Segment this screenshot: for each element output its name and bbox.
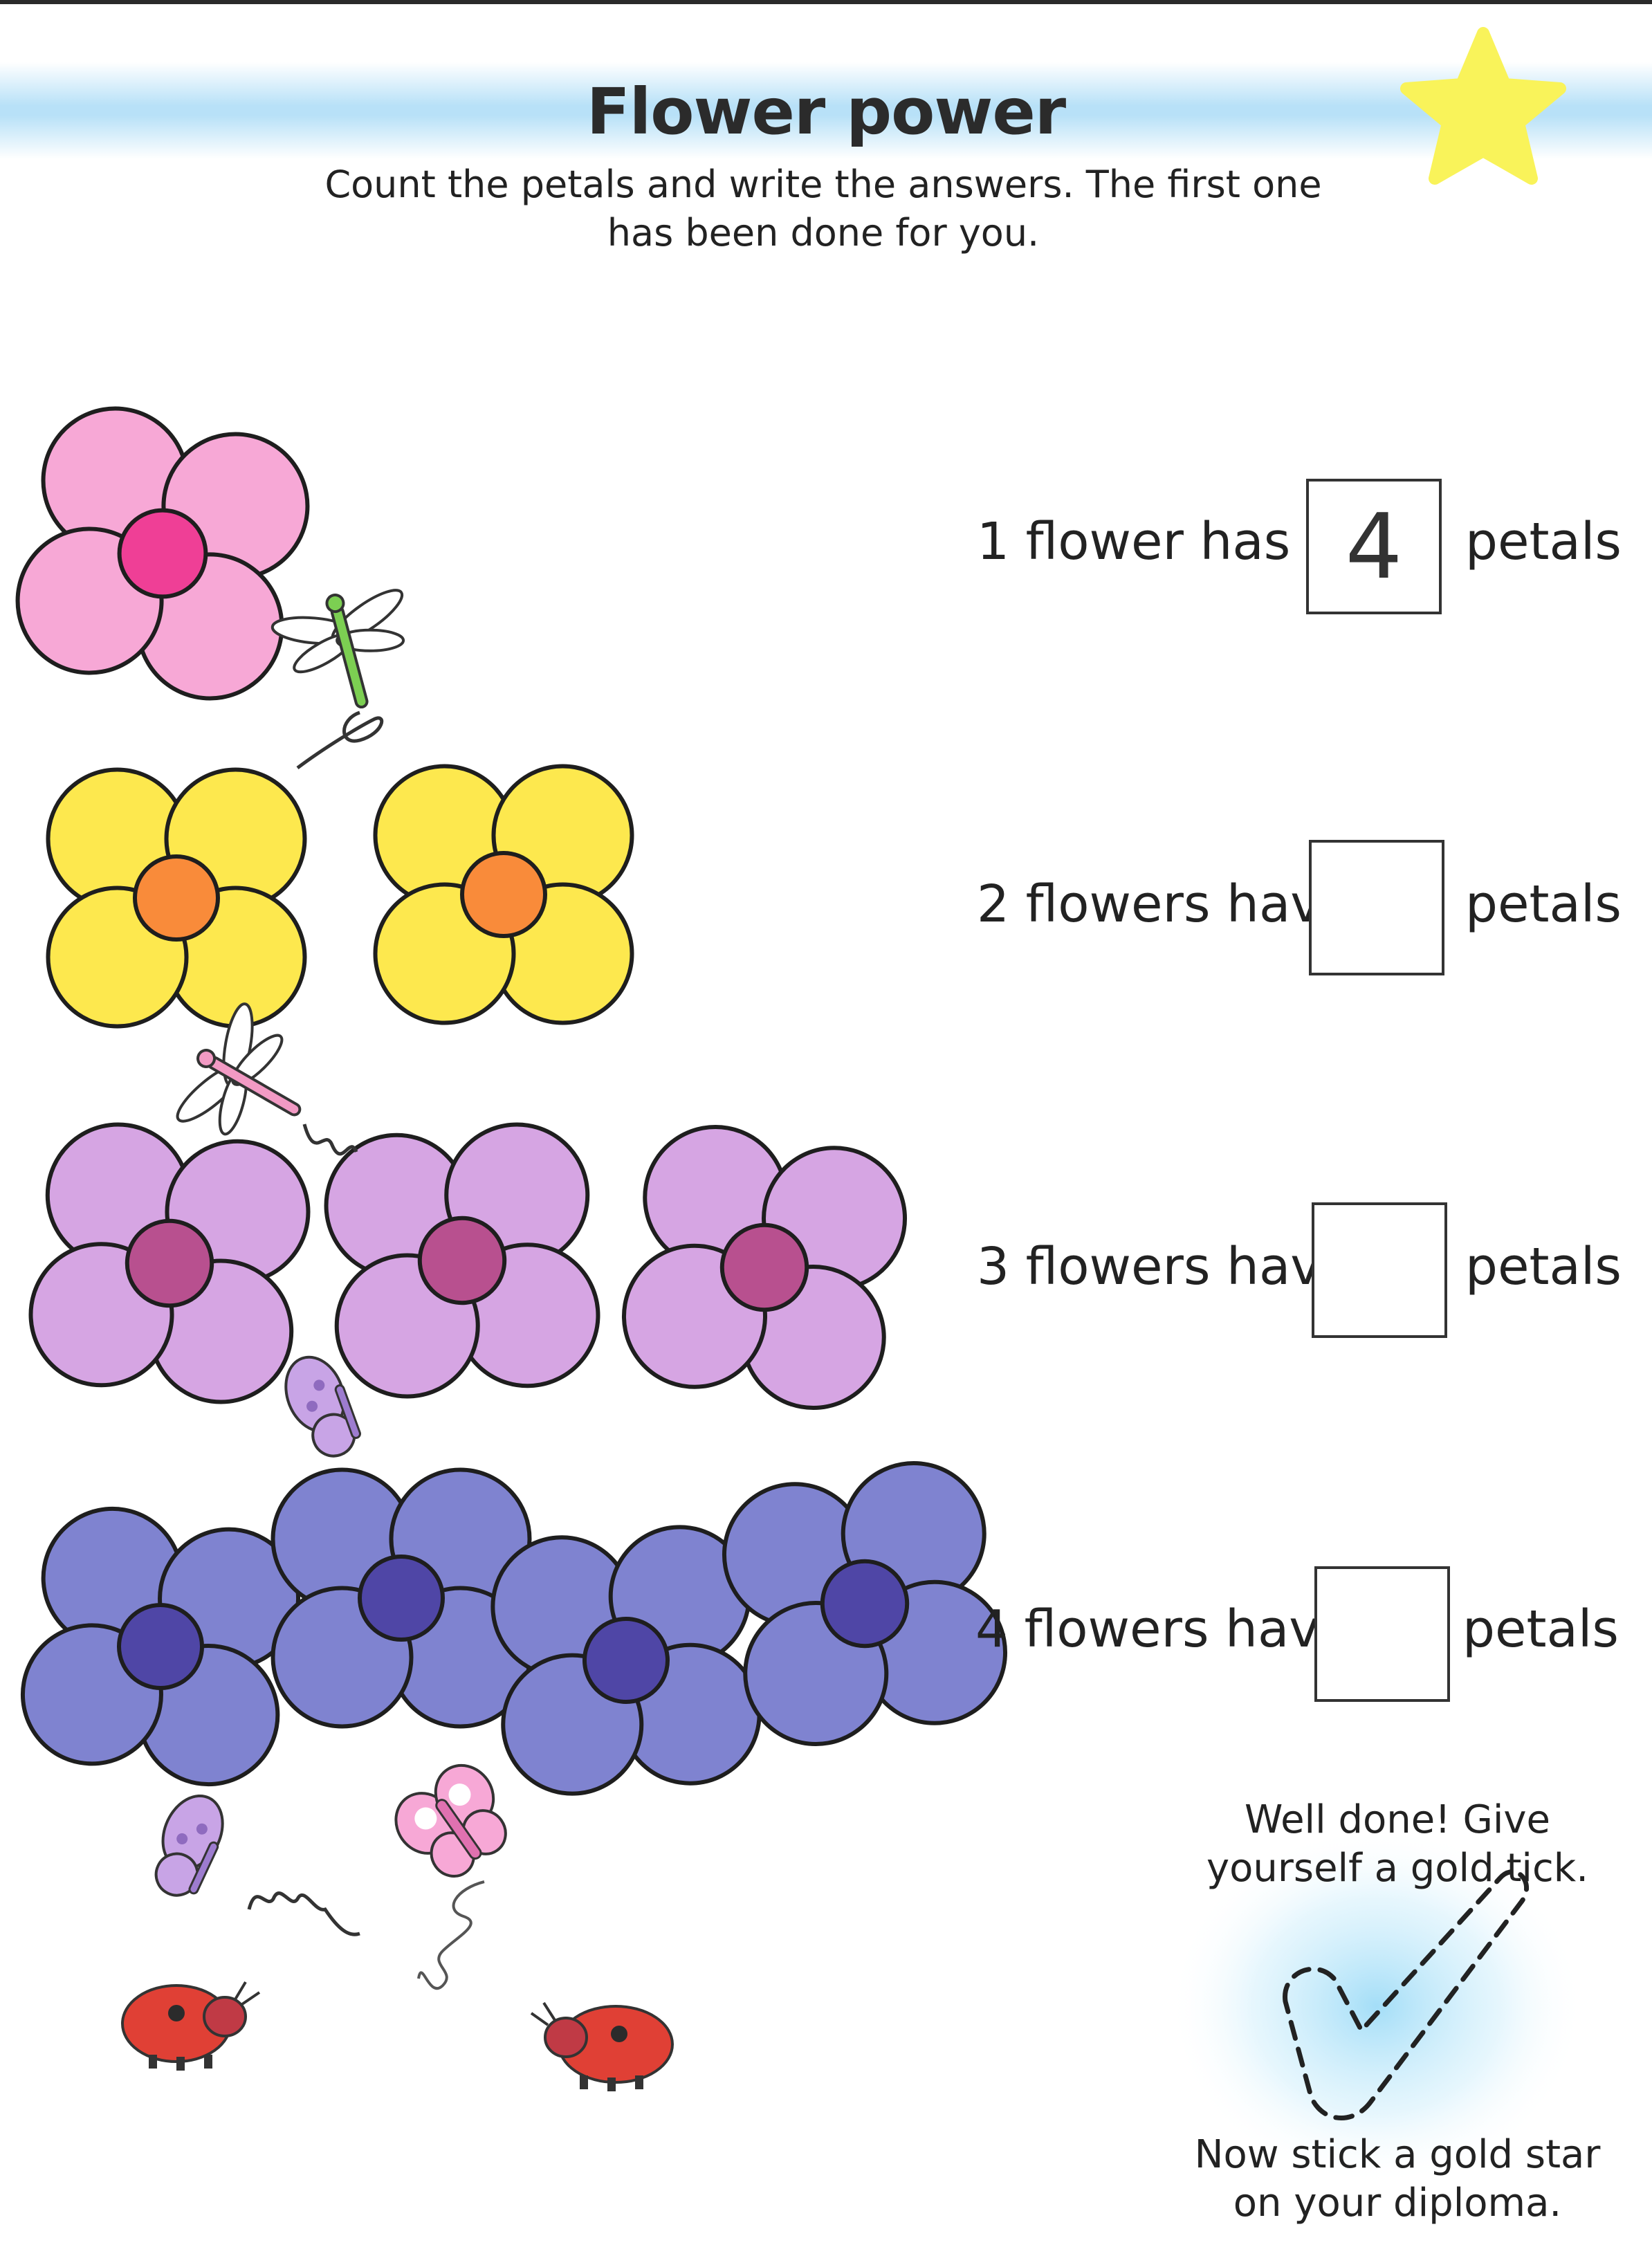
flower-icon	[722, 1460, 1008, 1747]
tick-glow	[1169, 1826, 1584, 2186]
butterfly-icon	[284, 1355, 361, 1458]
swirl-mark	[247, 1891, 360, 1936]
question-4-text: 4 flowers have	[975, 1599, 1351, 1659]
answer-box-2[interactable]	[1309, 840, 1444, 975]
answer-box-4[interactable]	[1314, 1566, 1450, 1702]
flower-icon	[46, 767, 307, 1029]
flower-center	[117, 508, 208, 599]
question-1-unit: petals	[1465, 512, 1622, 571]
flower-center	[133, 854, 220, 942]
dragonfly-icon	[176, 1002, 302, 1136]
well-done-text: Well done! Give yourself a gold tick.	[1206, 1797, 1588, 1891]
flower-center	[358, 1555, 445, 1642]
flower-icon	[28, 1122, 311, 1404]
question-3-text: 3 flowers have	[977, 1237, 1352, 1296]
swirl-mark	[302, 1124, 358, 1156]
header-band	[0, 62, 1652, 159]
question-4-unit: petals	[1462, 1599, 1619, 1659]
question-2-text: 2 flowers have	[977, 874, 1352, 934]
question-2-unit: petals	[1465, 874, 1622, 934]
flower-center	[719, 1222, 809, 1312]
top-border	[0, 0, 1652, 4]
flower-icon	[490, 1525, 762, 1796]
flower-center	[117, 1603, 204, 1690]
ladybird-icon	[121, 1981, 261, 2071]
flower-icon	[324, 1122, 600, 1399]
page-title: Flower power	[586, 75, 1066, 149]
flower-icon	[621, 1124, 908, 1411]
question-1-text: 1 flower has	[977, 512, 1291, 571]
ladybird-icon	[530, 2001, 674, 2091]
sticker-text: Now stick a gold star on your diploma.	[1194, 2132, 1601, 2226]
flower-center	[820, 1559, 910, 1649]
flower-icon	[20, 1506, 301, 1787]
gold-tick-icon	[1283, 1869, 1529, 2120]
butterfly-icon	[394, 1763, 507, 1878]
question-3-unit: petals	[1465, 1237, 1622, 1296]
flower-center	[125, 1218, 214, 1308]
star-icon	[1400, 27, 1566, 185]
swirl-mark	[296, 710, 384, 770]
flower-icon	[270, 1467, 532, 1729]
flower-center	[582, 1617, 670, 1704]
answer-box-3[interactable]	[1312, 1202, 1447, 1338]
answer-box-1[interactable]: 4	[1306, 479, 1442, 614]
swirl-mark	[417, 1880, 485, 1990]
flower-icon	[15, 406, 310, 701]
flower-icon	[373, 764, 634, 1025]
butterfly-icon	[154, 1794, 224, 1897]
instructions: Count the petals and write the answers. …	[324, 163, 1322, 255]
flower-center	[417, 1216, 507, 1305]
flower-center	[460, 851, 547, 938]
dragonfly-icon	[270, 589, 405, 709]
